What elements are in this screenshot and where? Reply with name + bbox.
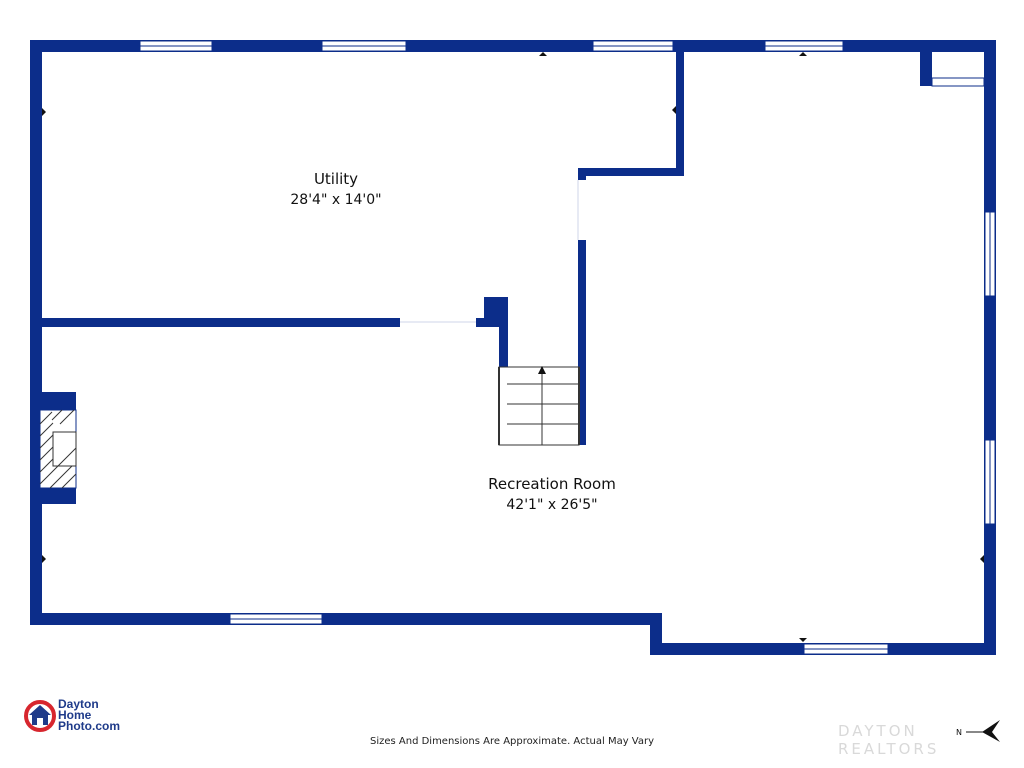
marker-left-1 xyxy=(42,108,46,116)
logo-line-2: Home xyxy=(58,708,92,722)
marker-top-2 xyxy=(799,52,807,56)
north-arrow-icon: N xyxy=(956,720,1000,742)
house-logo-icon xyxy=(24,700,56,732)
wall-closet-bottom xyxy=(920,78,932,86)
room-name-utility: Utility xyxy=(314,170,358,188)
wall-right xyxy=(984,40,996,655)
wall-left xyxy=(30,40,42,625)
stairs xyxy=(498,366,580,446)
stairs-outline xyxy=(498,366,580,446)
closet-opening xyxy=(931,77,985,87)
realtors-watermark: DAYTON REALTORS xyxy=(838,722,940,758)
wall-closet xyxy=(920,50,932,86)
marker-bottom xyxy=(799,638,807,642)
window-panes xyxy=(140,45,991,650)
walls xyxy=(30,40,996,655)
marker-utility-right xyxy=(672,106,676,114)
logo-line-3: Photo.com xyxy=(58,719,120,733)
stairs-arrow-icon xyxy=(538,366,546,374)
wall-utility-vertical xyxy=(676,50,684,176)
disclaimer: Sizes And Dimensions Are Approximate. Ac… xyxy=(369,736,655,747)
floor-plan: Utility 28'4" x 14'0" Recreation Room 42… xyxy=(30,40,996,655)
wall-top xyxy=(30,40,996,52)
marker-top-1 xyxy=(539,52,547,56)
wall-bottom-left xyxy=(30,613,662,625)
windows xyxy=(139,40,996,655)
logo-line-1: Dayton xyxy=(58,697,99,711)
wall-utility-ledge xyxy=(578,168,684,176)
marker-right xyxy=(980,555,984,563)
logo-text: Dayton Home Photo.com xyxy=(58,697,120,733)
room-dimensions-recreation: 42'1" x 26'5" xyxy=(506,497,597,513)
wall-stair-right xyxy=(578,240,586,445)
room-name-recreation: Recreation Room xyxy=(488,475,616,493)
room-dimensions-utility: 28'4" x 14'0" xyxy=(290,192,381,208)
marker-left-2 xyxy=(42,555,46,563)
wall-markers xyxy=(42,52,984,642)
wall-utility-bottom xyxy=(40,318,400,327)
wall-stair-left xyxy=(499,297,508,367)
fireplace xyxy=(39,409,77,489)
compass-label: N xyxy=(956,728,962,737)
wall-stair-right-top xyxy=(578,168,586,180)
